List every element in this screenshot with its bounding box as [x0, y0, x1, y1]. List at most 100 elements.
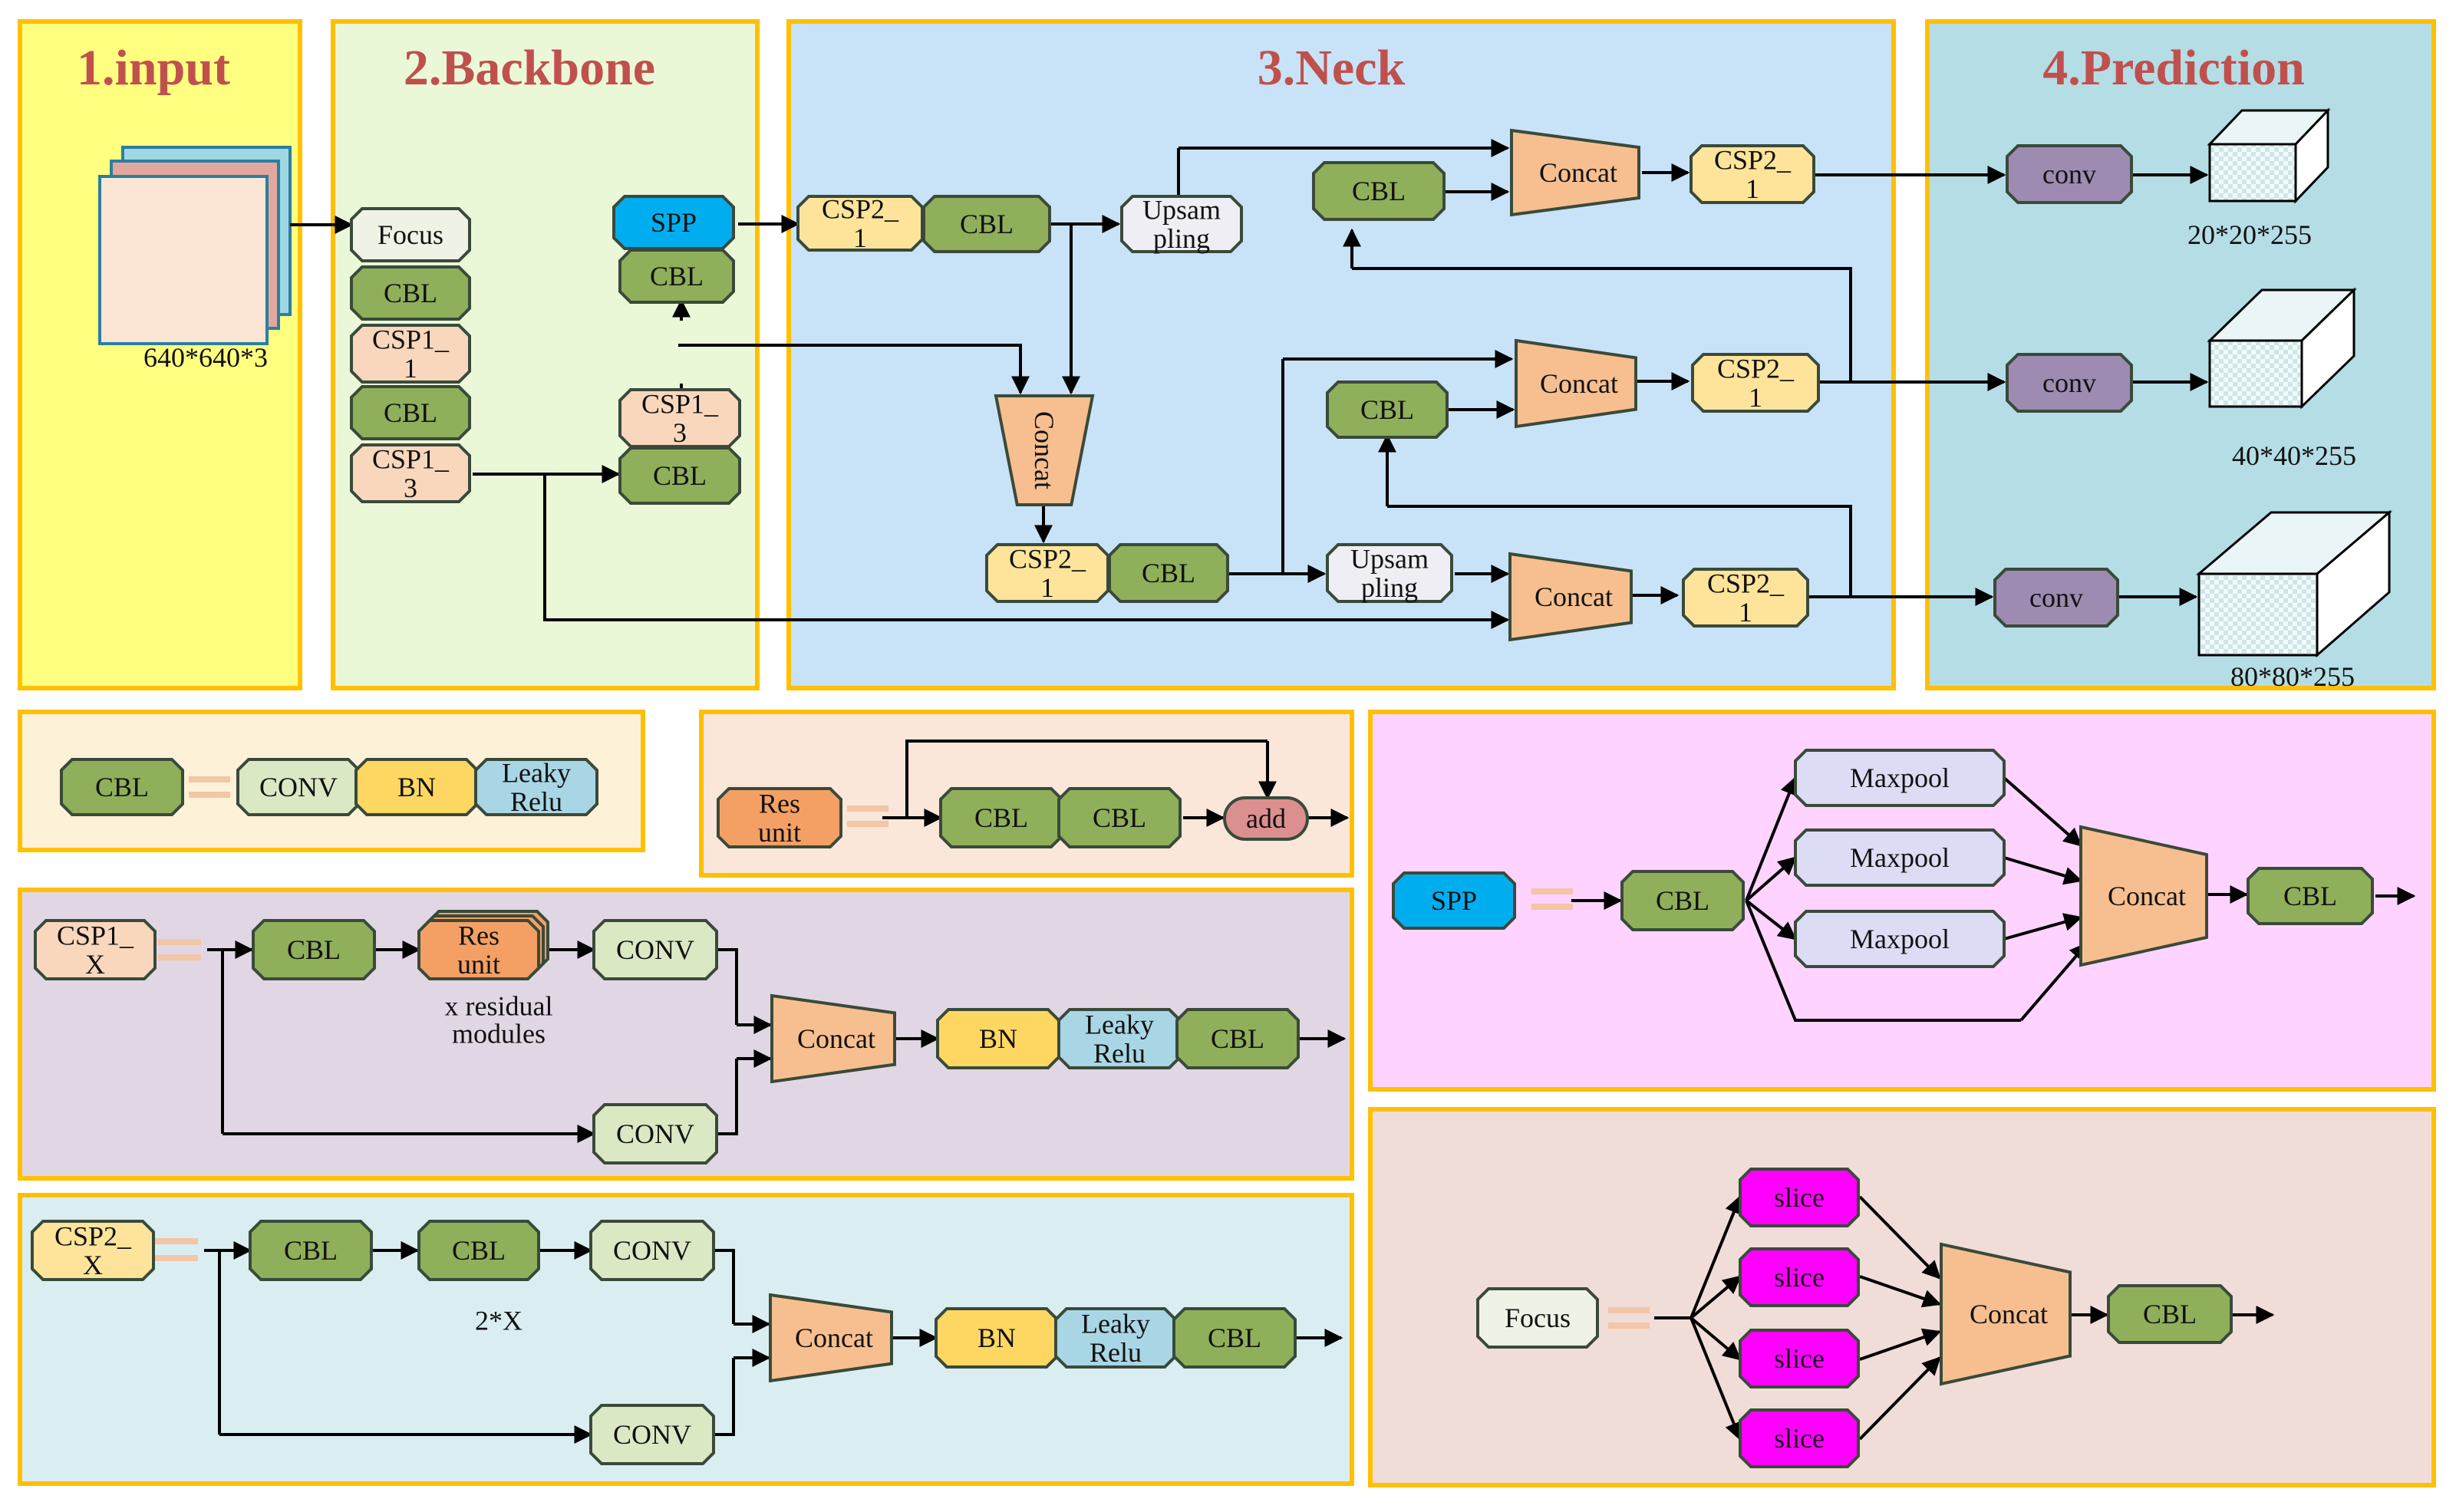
- node-label: Relu: [1093, 1038, 1146, 1069]
- node-label: Focus: [1505, 1303, 1571, 1333]
- legend-spp-concat: Concat: [2079, 825, 2208, 967]
- legend-csp1-x: CSP1_X: [34, 919, 157, 980]
- node-label: Concat: [797, 1023, 875, 1054]
- node-label: CBL: [452, 1235, 506, 1266]
- legend-maxpool-1: Maxpool: [1794, 749, 2006, 807]
- node-label: CSP1_: [372, 443, 450, 474]
- focus-node: Focus: [350, 207, 471, 262]
- node-label: CSP1_: [372, 324, 450, 354]
- node-label: Concat: [795, 1323, 873, 1353]
- pred-conv-80: conv: [1993, 568, 2119, 628]
- node-label: add: [1246, 803, 1286, 834]
- legend-add: add: [1223, 796, 1309, 841]
- neck-cbl-b: CBL: [1108, 543, 1229, 603]
- node-label: CSP2_: [1717, 353, 1795, 384]
- legend-slice-1: slice: [1739, 1168, 1860, 1227]
- legend-slice-2: slice: [1739, 1247, 1860, 1307]
- node-label: Res: [759, 788, 800, 819]
- prediction-title: 4.Prediction: [2042, 40, 2305, 96]
- node-label: CBL: [1360, 394, 1414, 425]
- backbone-csp1-3-b: CSP1_3: [618, 388, 741, 448]
- node-label: conv: [2042, 367, 2096, 398]
- input-image-stack: [98, 146, 292, 345]
- legend-csp2-bn: BN: [935, 1307, 1059, 1369]
- node-label: 3: [673, 417, 687, 448]
- backbone-csp1-3-a: CSP1_3: [350, 443, 471, 503]
- legend-csp1-concat: Concat: [770, 993, 896, 1084]
- legend-slice-3: slice: [1739, 1329, 1860, 1388]
- legend-focus: Focus: [1476, 1287, 1599, 1349]
- node-label: Maxpool: [1850, 763, 1950, 793]
- node-label: CBL: [384, 278, 437, 308]
- node-label: Maxpool: [1850, 924, 1950, 954]
- legend-csp1-conv-top: CONV: [592, 919, 718, 980]
- node-label: CSP2_: [822, 193, 899, 224]
- node-label: slice: [1774, 1182, 1825, 1213]
- legend-res-cbl-1: CBL: [939, 787, 1063, 848]
- node-label: Leaky: [1081, 1308, 1150, 1339]
- node-label: 2*X: [475, 1306, 523, 1336]
- neck-cbl-mid: CBL: [1326, 380, 1449, 439]
- node-label: CSP1_: [641, 388, 719, 419]
- output-size-80: 80*80*255: [2230, 661, 2355, 692]
- node-label: 1: [1739, 597, 1752, 628]
- node-label: 1: [1749, 382, 1762, 413]
- neck-concat-bottom: Concat: [1508, 552, 1633, 642]
- node-label: X: [85, 949, 105, 980]
- neck-csp2-1-mid: CSP2_1: [1691, 353, 1820, 413]
- node-label: modules: [452, 1018, 546, 1049]
- neck-concat-top: Concat: [1510, 128, 1640, 217]
- node-label: Concat: [1970, 1299, 2048, 1329]
- legend-spp-cbl: CBL: [1620, 870, 1745, 931]
- backbone-title: 2.Backbone: [404, 40, 655, 96]
- node-label: CSP1_: [57, 920, 134, 950]
- node-label: pling: [1153, 223, 1210, 254]
- legend-spp-out-cbl: CBL: [2247, 867, 2374, 925]
- backbone-cbl-4: CBL: [618, 446, 741, 505]
- neck-concat-mid: Concat: [1515, 338, 1637, 429]
- node-label: 1: [853, 222, 867, 253]
- neck-cbl-top: CBL: [1312, 161, 1446, 221]
- node-label: Res: [458, 920, 499, 950]
- node-label: Concat: [1029, 411, 1060, 489]
- legend-res-cbl-2: CBL: [1057, 787, 1182, 848]
- legend-bn: BN: [354, 758, 479, 816]
- legend-focus-out-cbl: CBL: [2107, 1284, 2233, 1344]
- legend-csp2-x: CSP2_X: [31, 1220, 155, 1281]
- neck-csp2-1-a: CSP2_1: [796, 193, 924, 253]
- node-label: Concat: [1540, 368, 1618, 399]
- node-label: X: [83, 1250, 103, 1280]
- node-label: CBL: [960, 209, 1014, 239]
- node-label: BN: [397, 772, 436, 802]
- output-cube-40: [2207, 287, 2357, 410]
- node-label: CBL: [650, 261, 704, 292]
- node-label: CBL: [1208, 1323, 1261, 1353]
- equals-signs: [155, 776, 1650, 1329]
- node-label: SPP: [651, 207, 697, 238]
- neck-cbl-a: CBL: [922, 195, 1051, 253]
- node-label: 3: [404, 473, 417, 503]
- node-label: Leaky: [502, 757, 571, 788]
- node-label: CBL: [1352, 176, 1406, 206]
- legend-csp2-concat: Concat: [769, 1293, 893, 1383]
- node-label: Focus: [377, 219, 443, 250]
- backbone-csp1-1: CSP1_1: [350, 324, 471, 384]
- node-label: 1: [404, 353, 417, 384]
- diagram-nodes: FocusCBLCSP1_1CBLCSP1_3SPPCBLCSP1_3CBLCS…: [31, 128, 2374, 1468]
- output-size-20: 20*20*255: [2187, 219, 2312, 250]
- node-label: Concat: [2108, 881, 2186, 911]
- legend-csp2-cbl-2: CBL: [417, 1220, 540, 1281]
- node-label: CONV: [613, 1235, 691, 1266]
- legend-spp: SPP: [1392, 871, 1516, 930]
- node-label: CBL: [1093, 802, 1146, 833]
- legend-maxpool-2: Maxpool: [1794, 828, 2006, 887]
- node-label: slice: [1774, 1343, 1825, 1374]
- node-label: CSP2_: [1009, 543, 1086, 574]
- legend-csp1-cbl: CBL: [252, 919, 376, 980]
